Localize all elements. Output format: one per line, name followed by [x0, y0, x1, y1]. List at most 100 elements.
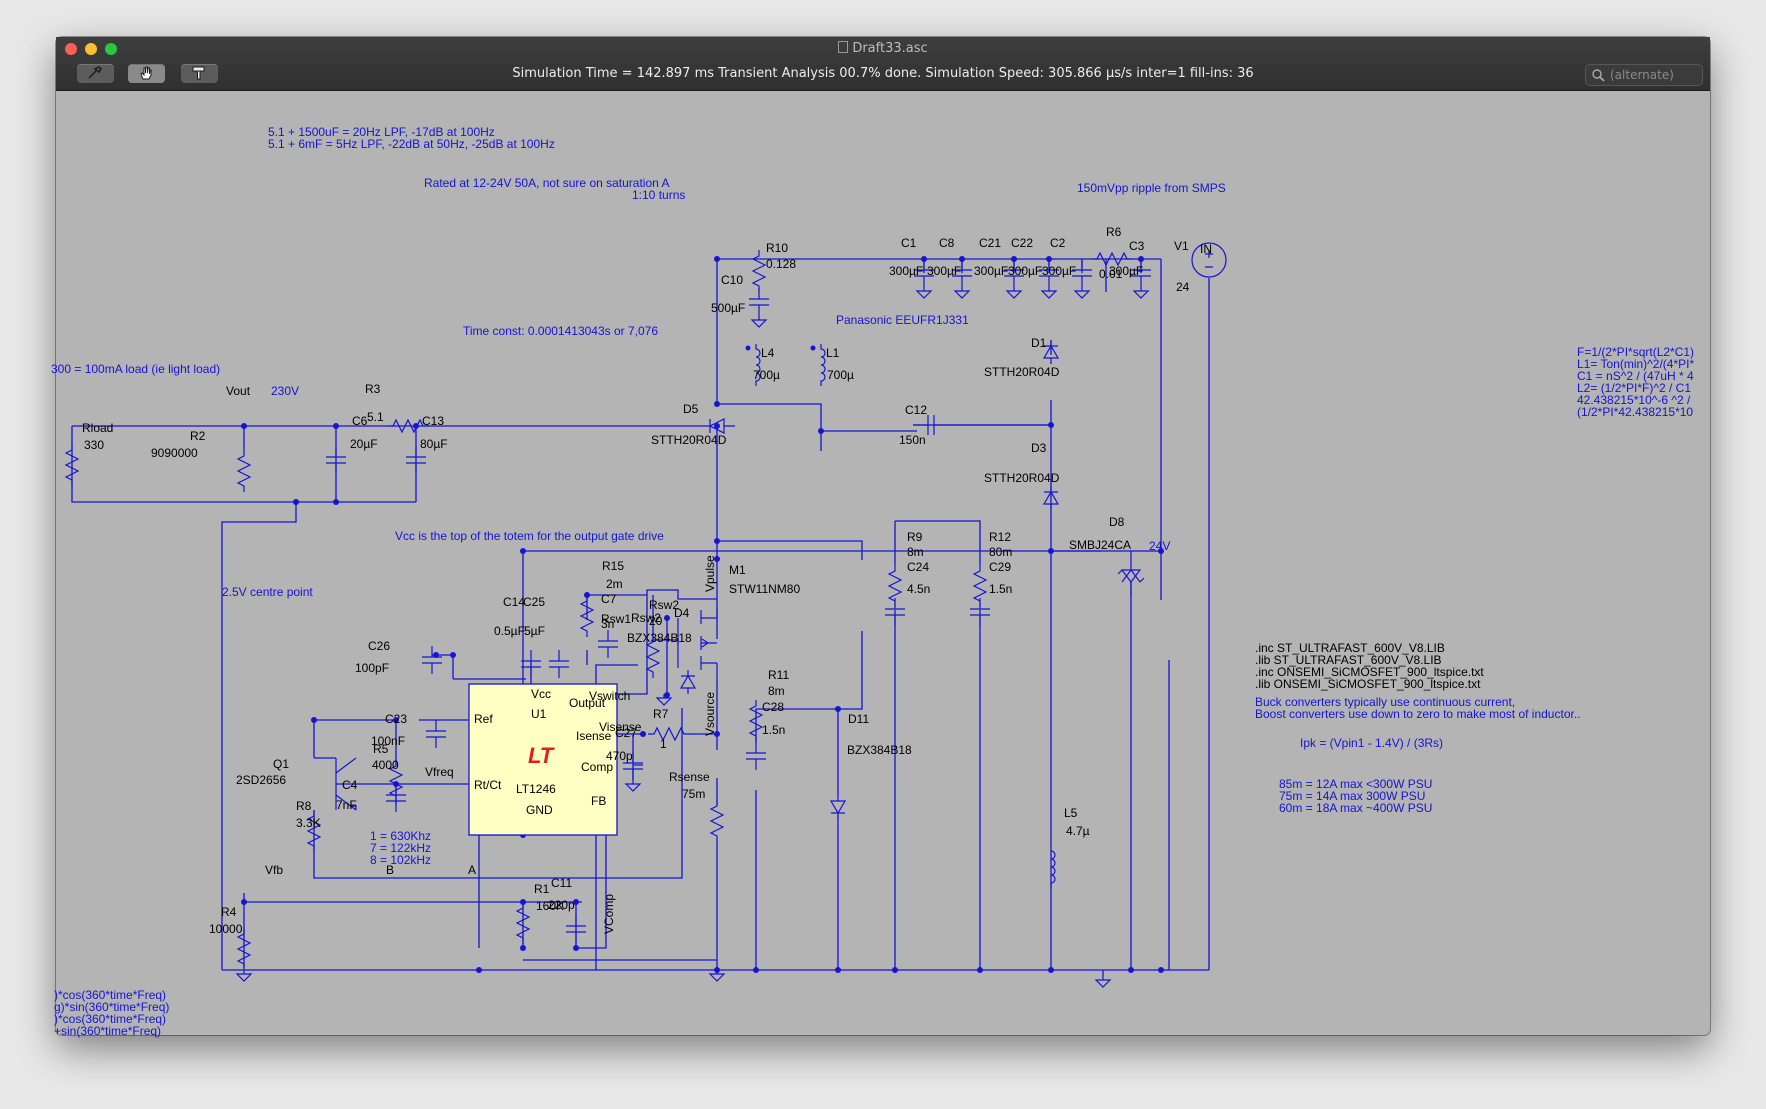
- net-vfreq: Vfreq: [425, 765, 454, 779]
- app-window: Draft33.asc Simulation Time = 142.897 ms…: [51, 37, 1710, 1038]
- label-r4: R4: [221, 905, 237, 919]
- capacitor-c23[interactable]: [425, 719, 447, 749]
- value-r15: 2m: [606, 577, 623, 591]
- note-centre: 2.5V centre point: [222, 585, 313, 599]
- value-c25: 5µF: [524, 624, 545, 638]
- label-c3: C3: [1129, 239, 1145, 253]
- component-labels: R10 0.128 C10 500µF C1 300µF C8 300µF C2…: [82, 225, 1190, 936]
- probe-tool-button[interactable]: [77, 64, 114, 83]
- pin-comp: Comp: [581, 760, 613, 774]
- capacitor-c25[interactable]: [548, 649, 570, 679]
- pin-output: Output: [569, 696, 606, 710]
- resistor-rsense[interactable]: [710, 799, 724, 843]
- label-r12: R12: [989, 530, 1011, 544]
- label-c6: C6: [352, 414, 368, 428]
- label-c21: C21: [979, 236, 1001, 250]
- label-d4: D4: [674, 606, 690, 620]
- value-c12: 150n: [899, 433, 926, 447]
- value-c10: 500µF: [711, 301, 745, 315]
- pin-ref: Ref: [474, 712, 493, 726]
- value-rsense: 75m: [682, 787, 705, 801]
- label-c4: C4: [342, 778, 358, 792]
- ground-symbol: [1074, 286, 1090, 299]
- capacitor-c26[interactable]: [421, 645, 443, 675]
- label-l4: L4: [761, 346, 775, 360]
- pan-tool-button[interactable]: [128, 64, 165, 83]
- note-ipk: Ipk = (Vpin1 - 1.4V) / (3Rs): [1300, 736, 1443, 750]
- mosfet-m1[interactable]: [677, 609, 718, 678]
- net-vpulse: Vpulse: [703, 555, 717, 592]
- lt-logo: LT: [528, 743, 555, 768]
- ground-symbol: [1095, 975, 1111, 988]
- ground-symbol: [1133, 286, 1149, 299]
- value-c21: 300µF: [974, 264, 1008, 278]
- resistor-r2[interactable]: [237, 449, 251, 493]
- label-c25: C25: [523, 595, 545, 609]
- ground-symbol: [916, 286, 932, 299]
- value-r3: 5.1: [367, 410, 384, 424]
- value-rsw2: 20: [649, 614, 663, 628]
- value-v1: 24: [1176, 280, 1190, 294]
- value-c4: 7nF: [336, 798, 357, 812]
- ground-symbol: [625, 779, 641, 792]
- value-r1: 160K: [536, 899, 564, 913]
- ground-symbol: [751, 315, 767, 328]
- note-psu2: 75m = 14A max 300W PSU: [1279, 789, 1425, 803]
- note-bot3: )*cos(360*time*Freq): [54, 1012, 166, 1026]
- capacitor-c10[interactable]: [748, 287, 770, 317]
- value-r4: 10000: [209, 922, 243, 936]
- search-field[interactable]: (alternate): [1585, 64, 1703, 86]
- note-inc4: .lib ONSEMI_SiCMOSFET_900_ltspice.txt: [1255, 677, 1481, 691]
- label-r11: R11: [768, 668, 789, 682]
- schematic-canvas[interactable]: Vcc Output U1 Ref Isense LT Comp Rt/Ct L…: [51, 90, 1710, 1038]
- hammer-tool-button[interactable]: [181, 64, 218, 83]
- resistor-r7[interactable]: [647, 727, 691, 741]
- note-eq5: 42.438215*10^-6 ^2 /: [1577, 393, 1691, 407]
- note-eq3: C1 = nS^2 / (47uH * 4: [1577, 369, 1694, 383]
- close-button[interactable]: [65, 43, 77, 55]
- value-r10: 0.128: [766, 257, 796, 271]
- capacitor-c28[interactable]: [745, 741, 767, 771]
- zener-d4[interactable]: [680, 669, 696, 695]
- note-freq1: 1 = 630Khz: [370, 829, 431, 843]
- label-rsense: Rsense: [669, 770, 710, 784]
- value-r11: 8m: [768, 684, 785, 698]
- note-psu3: 60m = 18A max ~400W PSU: [1279, 801, 1432, 815]
- note-inc1: .inc ST_ULTRAFAST_600V_V8.LIB: [1255, 641, 1445, 655]
- zener-d11[interactable]: [830, 794, 846, 820]
- label-c2: C2: [1050, 236, 1066, 250]
- note-timeconst: Time const: 0.0001413043s or 7,076: [463, 324, 658, 338]
- value-c29: 1.5n: [989, 582, 1012, 596]
- label-r5: R5: [373, 742, 389, 756]
- search-icon: [1592, 69, 1605, 82]
- controller-ic-u1[interactable]: Vcc Output U1 Ref Isense LT Comp Rt/Ct L…: [468, 683, 618, 836]
- minimize-button[interactable]: [85, 43, 97, 55]
- schematic-comments: 5.1 + 1500uF = 20Hz LPF, -17dB at 100Hz …: [51, 125, 1694, 1038]
- net-a: A: [468, 863, 476, 877]
- label-c29: C29: [989, 560, 1011, 574]
- note-rated: Rated at 12-24V 50A, not sure on saturat…: [424, 176, 670, 190]
- label-r9: R9: [907, 530, 923, 544]
- diode-d5[interactable]: [699, 418, 735, 434]
- capacitor-c7[interactable]: [597, 629, 619, 659]
- note-psu1: 85m = 12A max <300W PSU: [1279, 777, 1432, 791]
- label-r2: R2: [190, 429, 206, 443]
- capacitor-c12[interactable]: [913, 415, 1051, 435]
- inductor-l1[interactable]: [820, 343, 826, 387]
- note-eq2: L1= Ton(min)^2/(4*PI*: [1577, 357, 1694, 371]
- label-c24: C24: [907, 560, 929, 574]
- zoom-button[interactable]: [105, 43, 117, 55]
- label-r10: R10: [766, 241, 788, 255]
- voltage-source-v1[interactable]: [1191, 242, 1227, 278]
- tvs-diode-d8[interactable]: [1117, 551, 1145, 596]
- hammer-icon: [192, 66, 205, 80]
- resistor-r10[interactable]: [752, 249, 766, 293]
- label-rload: Rload: [82, 421, 113, 435]
- value-c2: 300µF: [1042, 264, 1076, 278]
- pin-isense: Isense: [576, 729, 612, 743]
- transistor-q1[interactable]: [314, 757, 357, 811]
- value-d11: BZX384B18: [847, 743, 912, 757]
- probe-icon: [88, 66, 102, 79]
- label-c26: C26: [368, 639, 390, 653]
- note-bot2: g)*sin(360*time*Freq): [54, 1000, 169, 1014]
